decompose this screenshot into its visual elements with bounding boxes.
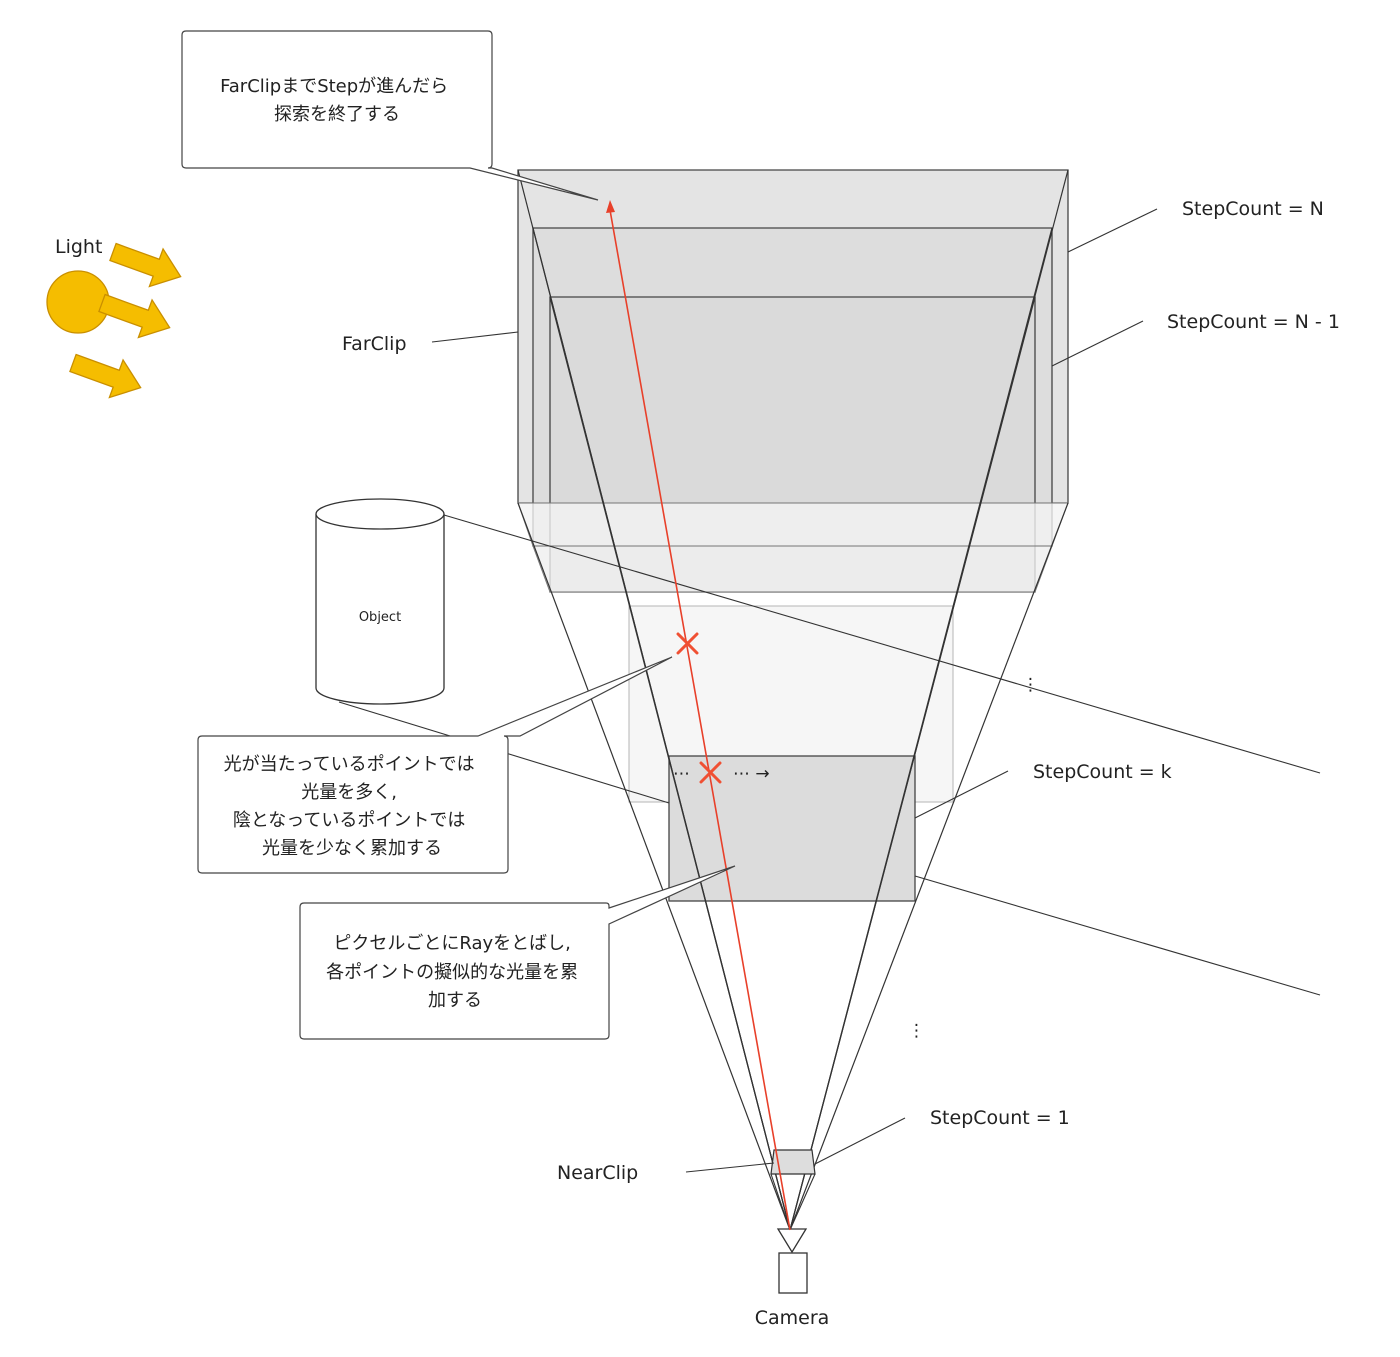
- label-leaders: [431, 208, 1158, 1173]
- step-lower-face: [532, 545, 1053, 593]
- vertical-ellipsis-lower: ⋮: [908, 1021, 925, 1041]
- ray: [606, 200, 791, 1231]
- ray-arrowhead-icon: [606, 200, 615, 213]
- near-clip-label: NearClip: [557, 1162, 638, 1184]
- sample-markers: [676, 632, 722, 784]
- callout-farclip-end: FarClipまでStepが進んだら 探索を終了する: [181, 30, 599, 201]
- camera-lens-icon: [776, 1228, 808, 1254]
- far-clip-label: FarClip: [342, 333, 407, 355]
- camera: [776, 1228, 808, 1294]
- camera-body-icon: [778, 1252, 808, 1294]
- light-ray-arrow-icon: [109, 242, 182, 288]
- callout-light-accumulate: 光が当たっているポイントでは 光量を多く, 陰となっているポイントでは 光量を少…: [197, 656, 673, 874]
- light-sun-icon: [46, 270, 110, 334]
- far-clip-lower-face: [517, 502, 1069, 547]
- sample-point-shadow-icon: [699, 761, 722, 784]
- sample-point-lit-icon: [676, 632, 699, 655]
- object-label: Object: [359, 610, 401, 625]
- callout-ray-per-pixel-text: ピクセルごとにRayをとばし, 各ポイントの擬似的な光量を累 加する: [326, 933, 584, 1011]
- light-label: Light: [55, 236, 102, 258]
- light-rays: [69, 242, 182, 399]
- far-clip-box: [517, 169, 1069, 593]
- light-source: Light: [46, 236, 182, 399]
- ellipsis-right: ⋯ →: [733, 764, 770, 784]
- callout-light-accumulate-text: 光が当たっているポイントでは 光量を多く, 陰となっているポイントでは 光量を少…: [224, 754, 481, 859]
- step-count-n-minus-1-label: StepCount = N - 1: [1167, 311, 1340, 333]
- near-clip: [770, 1149, 816, 1231]
- step-count-n-label: StepCount = N: [1182, 198, 1324, 220]
- callout-farclip-end-text: FarClipまでStepが進んだら 探索を終了する: [220, 76, 454, 125]
- camera-label: Camera: [755, 1307, 830, 1329]
- frustum-edges: [517, 169, 1069, 1231]
- object-cylinder: Object: [315, 498, 445, 705]
- ellipsis-left: ⋯: [673, 764, 690, 784]
- callout-ray-per-pixel: ピクセルごとにRayをとばし, 各ポイントの擬似的な光量を累 加する: [299, 865, 736, 1040]
- ray-line: [609, 209, 791, 1231]
- light-ray-arrow-icon: [69, 353, 142, 399]
- vertical-ellipsis-upper: ⋮: [1022, 675, 1039, 695]
- step-count-1-label: StepCount = 1: [930, 1107, 1070, 1129]
- light-ray-arrow-icon: [98, 293, 171, 339]
- step-count-k-label: StepCount = k: [1033, 761, 1172, 783]
